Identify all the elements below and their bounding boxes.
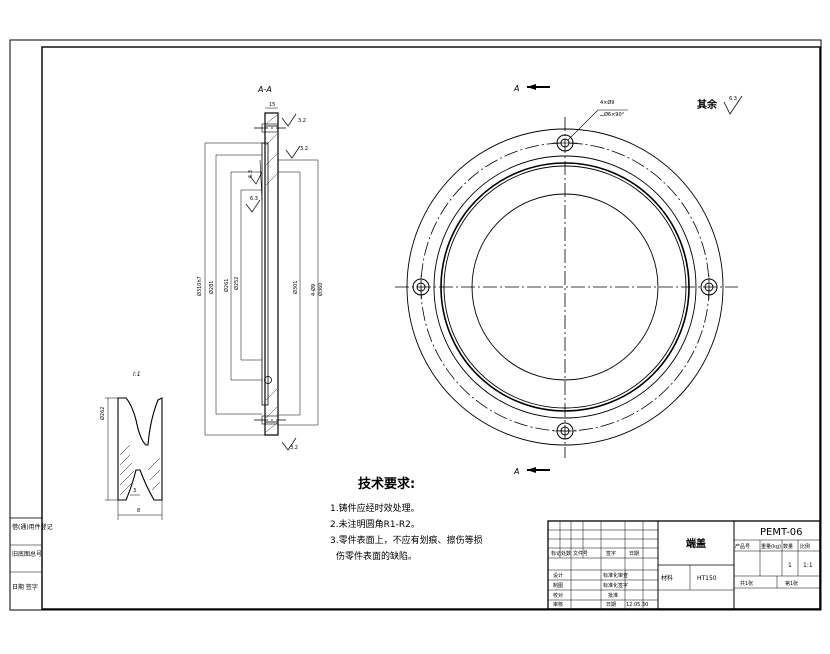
section-view: A-A bbox=[196, 85, 324, 451]
meta-3: 数量 bbox=[783, 543, 793, 550]
detail-dim-width: 8 bbox=[137, 508, 140, 514]
svg-text:其余: 其余 bbox=[697, 98, 718, 111]
bolt-hole-bottom bbox=[553, 422, 577, 440]
svg-text:A: A bbox=[513, 467, 519, 476]
tech-title: 技术要求: bbox=[358, 476, 415, 492]
section-marker-bottom: A bbox=[513, 467, 550, 476]
detail-view: I:1 Ø262 3 8 bbox=[99, 371, 163, 520]
tech-item-2: 2.未注明圆角R1-R2。 bbox=[330, 518, 420, 530]
dim-301: Ø301 bbox=[292, 281, 299, 294]
std-4: 日期 bbox=[606, 602, 616, 608]
meta-2: 重量(kg) bbox=[761, 543, 781, 550]
surface-note: 其余 6.3 bbox=[697, 95, 743, 115]
material: HT150 bbox=[697, 575, 717, 582]
svg-text:6.3: 6.3 bbox=[250, 196, 258, 202]
std-3: 批准 bbox=[608, 592, 618, 599]
dim-360: Ø360 bbox=[317, 283, 324, 296]
dim-15: 15 bbox=[269, 102, 275, 108]
material-label: 材料 bbox=[661, 574, 673, 582]
outer-border bbox=[9, 39, 822, 611]
strip-text-3: 日期 签字 bbox=[12, 583, 38, 591]
rev-header-4: 日期 bbox=[629, 551, 639, 557]
dim-281: Ø281 bbox=[208, 281, 215, 294]
meta-1: 产品号 bbox=[735, 543, 750, 550]
left-strip: 借(通)用件登记 旧底图总号 日期 签字 bbox=[9, 517, 53, 611]
svg-text:3.2: 3.2 bbox=[290, 445, 298, 451]
rev-header-2: 文件号 bbox=[573, 550, 588, 557]
svg-text:A: A bbox=[513, 84, 519, 93]
std-1: 标准化审查 bbox=[603, 572, 628, 579]
drawing-no: PEMT-06 bbox=[760, 527, 803, 538]
bolt-hole-left bbox=[412, 275, 430, 299]
tech-requirements: 技术要求: 1.铸件应经时效处理。 2.未注明圆角R1-R2。 3.零件表面上，… bbox=[330, 476, 483, 562]
svg-text:⌴Ø6×90°: ⌴Ø6×90° bbox=[600, 111, 625, 118]
roughness-symbols: 3.2 3.2 6.3 6.3 3.2 bbox=[245, 113, 308, 451]
dim-holes: 4-Ø9 bbox=[310, 284, 317, 296]
staff-1: 设计 bbox=[553, 572, 563, 579]
rev-header-3: 签字 bbox=[606, 550, 616, 557]
front-view: A A 4×Ø9 ⌴Ø6×90° 其余 6.3 bbox=[395, 84, 743, 476]
hole-note: 4×Ø9 ⌴Ø6×90° bbox=[567, 99, 628, 141]
ratio: 1:1 bbox=[803, 562, 813, 569]
detail-dim-height: Ø262 bbox=[99, 407, 106, 420]
bolt-hole-right bbox=[700, 275, 718, 299]
strip-text-2: 旧底图总号 bbox=[12, 550, 42, 558]
sheet-count: 共1张 bbox=[740, 580, 753, 587]
strip-text-1: 借(通)用件登记 bbox=[12, 523, 53, 531]
std-2: 标准化签字 bbox=[603, 582, 628, 589]
date: 12.05.30 bbox=[626, 602, 648, 608]
svg-text:3.2: 3.2 bbox=[300, 146, 308, 152]
svg-text:4×Ø9: 4×Ø9 bbox=[600, 99, 615, 106]
dim-261: Ø261 bbox=[223, 279, 230, 292]
svg-text:6.3: 6.3 bbox=[248, 170, 254, 178]
staff-2: 制图 bbox=[553, 582, 563, 589]
inner-frame bbox=[41, 46, 821, 610]
part-name: 端盖 bbox=[686, 537, 706, 550]
title-block: 标记处数 文件号 签字 日期 设计 制图 校对 审核 标准化审查 标准化签字 批… bbox=[547, 520, 821, 610]
rev-header-1: 标记处数 bbox=[551, 550, 571, 557]
staff-3: 校对 bbox=[553, 592, 563, 599]
svg-text:6.3: 6.3 bbox=[729, 96, 737, 102]
dim-310: Ø310h7 bbox=[196, 276, 203, 296]
tech-item-1: 1.铸件应经时效处理。 bbox=[330, 502, 420, 514]
sheet-no: 第1张 bbox=[785, 580, 798, 587]
tech-item-3: 3.零件表面上，不应有划痕、擦伤等损 bbox=[330, 534, 483, 546]
section-marker-top: A bbox=[513, 84, 550, 93]
detail-label: I:1 bbox=[133, 371, 141, 378]
section-label: A-A bbox=[257, 85, 272, 94]
bolt-hole-top bbox=[553, 134, 577, 152]
detail-dim-bottom: 3 bbox=[133, 488, 136, 494]
tech-item-4: 伤零件表面的缺陷。 bbox=[336, 550, 417, 562]
svg-text:3.2: 3.2 bbox=[298, 118, 306, 124]
qty: 1 bbox=[788, 562, 792, 569]
staff-4: 审核 bbox=[553, 601, 563, 608]
meta-4: 比例 bbox=[800, 543, 810, 550]
dim-252: Ø252 bbox=[233, 277, 240, 290]
